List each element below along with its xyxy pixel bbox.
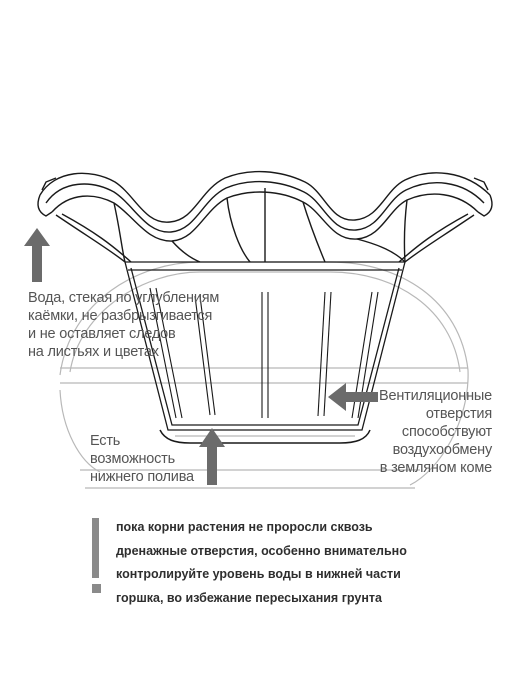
vent-label: Вентиляционные отверстия способствуют во…	[379, 388, 492, 476]
note-square	[92, 584, 101, 593]
arrow-up-icon	[199, 428, 225, 485]
scalloped-rim	[37, 170, 493, 263]
care-note: пока корни растения не проросли сквозь д…	[116, 520, 407, 605]
inner-pot	[124, 261, 406, 444]
arrow-left-icon	[328, 383, 378, 411]
rim-water-label: Вода, стекая по углублениям каёмки, не р…	[28, 290, 220, 360]
reservoir-outline	[59, 261, 469, 489]
bottom-watering-label: Есть возможность нижнего полива	[90, 433, 194, 485]
arrow-up-icon	[24, 228, 50, 282]
note-bar	[92, 518, 99, 578]
